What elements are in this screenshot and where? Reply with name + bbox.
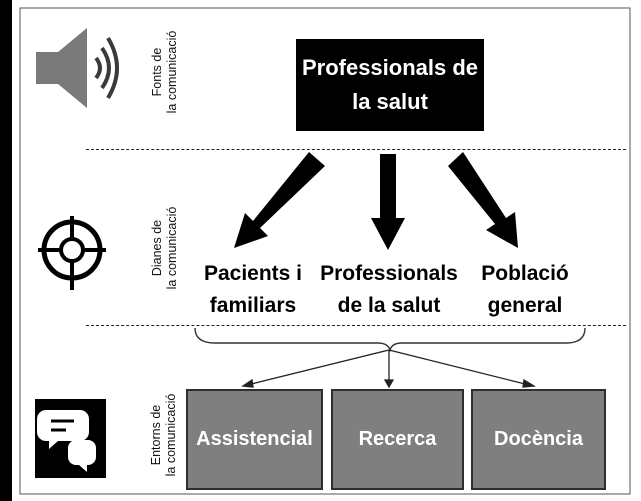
environment-assistencial: Assistencial	[186, 389, 323, 490]
source-box-line2: la salut	[352, 89, 428, 114]
bracket-to-environment-arrows	[241, 349, 537, 389]
source-to-targets-arrows	[234, 152, 518, 250]
dashed-divider-top	[86, 149, 626, 150]
sources-section-label: Fonts de la comunicació	[150, 17, 182, 127]
target-label-line1: Població	[481, 262, 569, 285]
environments-label-line1: Entorns de	[149, 404, 163, 466]
source-box: Professionals de la salut	[296, 39, 484, 131]
target-general-population: Població general	[470, 258, 580, 322]
environment-label: Docència	[494, 428, 583, 450]
target-label-line2: de la salut	[337, 294, 441, 317]
targets-bracket	[194, 327, 586, 353]
target-label-line1: Pacients i	[203, 262, 303, 285]
left-black-bar	[0, 0, 12, 501]
crosshair-target-icon	[38, 216, 106, 290]
target-label-line2: familiars	[209, 294, 297, 317]
targets-section-label: Dianes de la comunicació	[150, 193, 182, 303]
environments-section-label: Entorns de la comunicació	[149, 373, 181, 497]
target-label-line1: Professionals	[320, 262, 458, 285]
environments-label-line2: la comunicació	[164, 393, 178, 477]
target-label-line2: general	[487, 294, 563, 317]
target-health-professionals: Professionals de la salut	[318, 258, 460, 322]
outer-frame	[19, 7, 631, 495]
source-box-line1: Professionals de	[301, 55, 479, 80]
environment-docencia: Docència	[471, 389, 606, 490]
environment-recerca: Recerca	[331, 389, 464, 490]
environment-label: Assistencial	[196, 428, 313, 450]
target-patients-families: Pacients i familiars	[188, 258, 318, 322]
dashed-divider-bottom	[86, 325, 626, 326]
speech-bubbles-icon	[35, 399, 106, 478]
targets-label-line1: Dianes de	[150, 219, 164, 277]
speaker-icon	[36, 28, 119, 108]
sources-label-line1: Fonts de	[150, 47, 164, 97]
targets-label-line2: la comunicació	[165, 206, 179, 290]
environment-label: Recerca	[358, 428, 437, 450]
sources-label-line2: la comunicació	[165, 30, 179, 114]
